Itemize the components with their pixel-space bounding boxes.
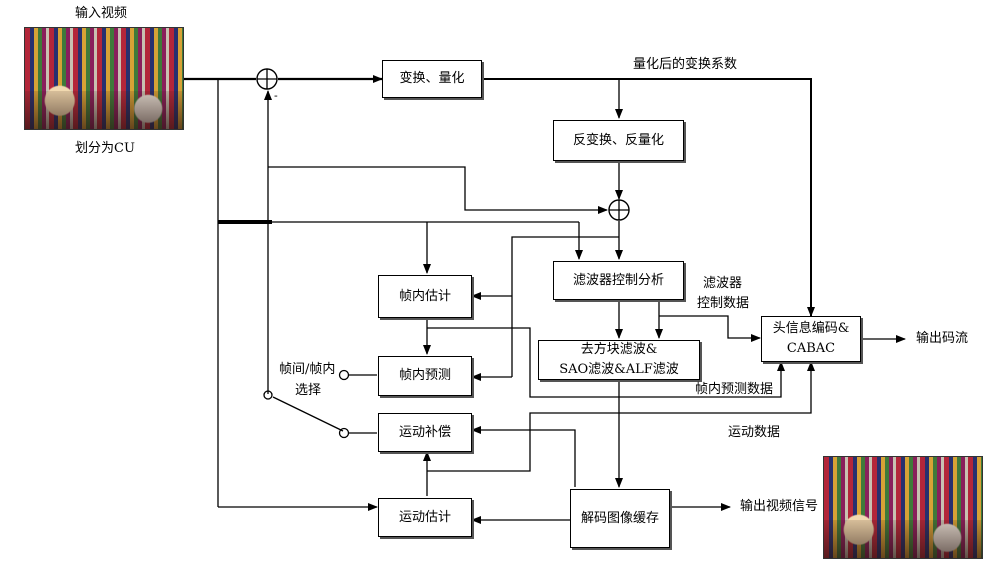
filter-data-label-2: 控制数据 xyxy=(697,296,750,311)
motion-est-block: 运动估计 xyxy=(378,498,472,537)
intra-pred-label: 帧内预测 xyxy=(398,368,451,383)
loop-feed-line xyxy=(511,236,619,377)
dpb-to-motion-comp-line xyxy=(471,426,576,487)
output-signal-label: 输出视频信号 xyxy=(740,499,819,514)
intra-pred-data-label: 帧内预测数据 xyxy=(695,382,774,397)
intra-data-line xyxy=(427,327,785,398)
filter-data-line xyxy=(659,315,761,342)
motion-comp-block: 运动补偿 xyxy=(378,413,472,452)
minus-sign: - xyxy=(274,89,278,102)
switch-arm xyxy=(272,396,344,432)
inv-transform-label: 反变换、反量化 xyxy=(572,132,664,148)
inv-transform-block: 反变换、反量化 xyxy=(553,120,684,161)
header-label-2: CABAC xyxy=(786,341,836,356)
intra-est-block: 帧内估计 xyxy=(378,275,472,318)
dpb-label: 解码图像缓存 xyxy=(580,510,659,526)
deblock-label-2: SAO滤波&ALF滤波 xyxy=(559,362,679,377)
input-video-label: 输入视频 xyxy=(75,6,128,21)
transform-quant-label: 变换、量化 xyxy=(399,71,465,86)
input-video-thumbnail xyxy=(24,27,184,130)
deblock-label-1: 去方块滤波& xyxy=(580,342,658,357)
motion-est-label: 运动估计 xyxy=(398,509,451,525)
transform-quant-block: 变换、量化 xyxy=(382,60,482,98)
output-stream-label: 输出码流 xyxy=(916,331,969,346)
deblock-block: 去方块滤波& SAO滤波&ALF滤波 xyxy=(538,340,700,380)
motion-data-line xyxy=(427,361,815,472)
switch-contact-inter xyxy=(338,427,350,439)
dpb-block: 解码图像缓存 xyxy=(570,489,670,548)
quant-coeff-label: 量化后的变换系数 xyxy=(633,57,738,72)
pred-to-sum-line xyxy=(268,166,608,214)
header-label-1: 头信息编码& xyxy=(772,321,850,336)
switch-contact-intra xyxy=(338,369,350,381)
coeff-line xyxy=(482,78,815,317)
header-cabac-block: 头信息编码& CABAC xyxy=(761,316,861,362)
inter-intra-label-2: 选择 xyxy=(295,383,322,398)
motion-comp-label: 运动补偿 xyxy=(398,424,451,440)
motion-data-label: 运动数据 xyxy=(728,425,781,440)
split-cu-label: 划分为CU xyxy=(75,141,135,156)
intra-est-label: 帧内估计 xyxy=(398,288,451,304)
filter-data-label-1: 滤波器 xyxy=(703,276,743,291)
inter-intra-label-1: 帧间/帧内 xyxy=(279,362,336,377)
filter-ctrl-block: 滤波器控制分析 xyxy=(553,261,684,300)
output-video-thumbnail xyxy=(823,456,983,559)
intra-pred-block: 帧内预测 xyxy=(378,356,472,396)
switch-pivot xyxy=(263,390,273,400)
filter-ctrl-label: 滤波器控制分析 xyxy=(572,272,664,288)
